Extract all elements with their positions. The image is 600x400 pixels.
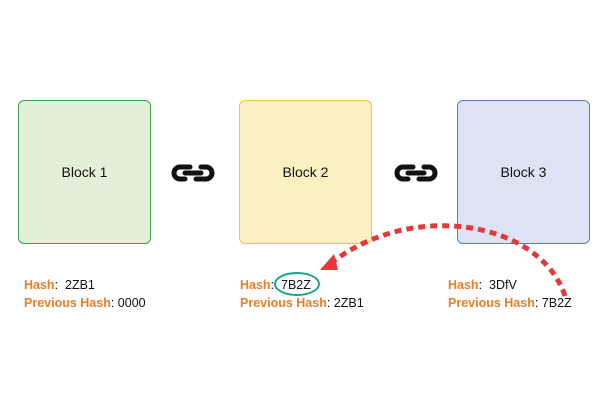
block-2-label: Block 2 bbox=[282, 164, 329, 180]
previous-hash-value: 7B2Z bbox=[541, 296, 572, 310]
block-3: Block 3 bbox=[457, 100, 590, 244]
previous-hash-key: Previous Hash bbox=[240, 296, 327, 310]
hash-key: Hash bbox=[448, 278, 479, 292]
block-1: Block 1 bbox=[18, 100, 151, 244]
block-2: Block 2 bbox=[239, 100, 372, 244]
previous-hash-value: 2ZB1 bbox=[333, 296, 364, 310]
hash-key: Hash bbox=[24, 278, 55, 292]
hash-value: 2ZB1 bbox=[65, 278, 95, 292]
link-chain-icon bbox=[394, 164, 438, 182]
link-chain-icon bbox=[171, 164, 215, 182]
arrow-head-icon bbox=[320, 254, 338, 270]
previous-hash-key: Previous Hash bbox=[24, 296, 111, 310]
highlighted-hash: 7B2Z bbox=[274, 272, 320, 296]
block-3-info: Hash: 3DfV Previous Hash: 7B2Z bbox=[448, 278, 572, 310]
block-1-label: Block 1 bbox=[61, 164, 108, 180]
block-3-label: Block 3 bbox=[500, 164, 547, 180]
block-2-info: Hash: 7B2Z Previous Hash: 2ZB1 bbox=[240, 272, 364, 312]
block-1-info: Hash: 2ZB1 Previous Hash: 0000 bbox=[24, 278, 146, 310]
hash-value: 3DfV bbox=[489, 278, 517, 292]
previous-hash-value: 0000 bbox=[117, 296, 146, 310]
highlight-ring bbox=[274, 272, 320, 296]
previous-hash-key: Previous Hash bbox=[448, 296, 535, 310]
hash-key: Hash bbox=[240, 278, 271, 292]
